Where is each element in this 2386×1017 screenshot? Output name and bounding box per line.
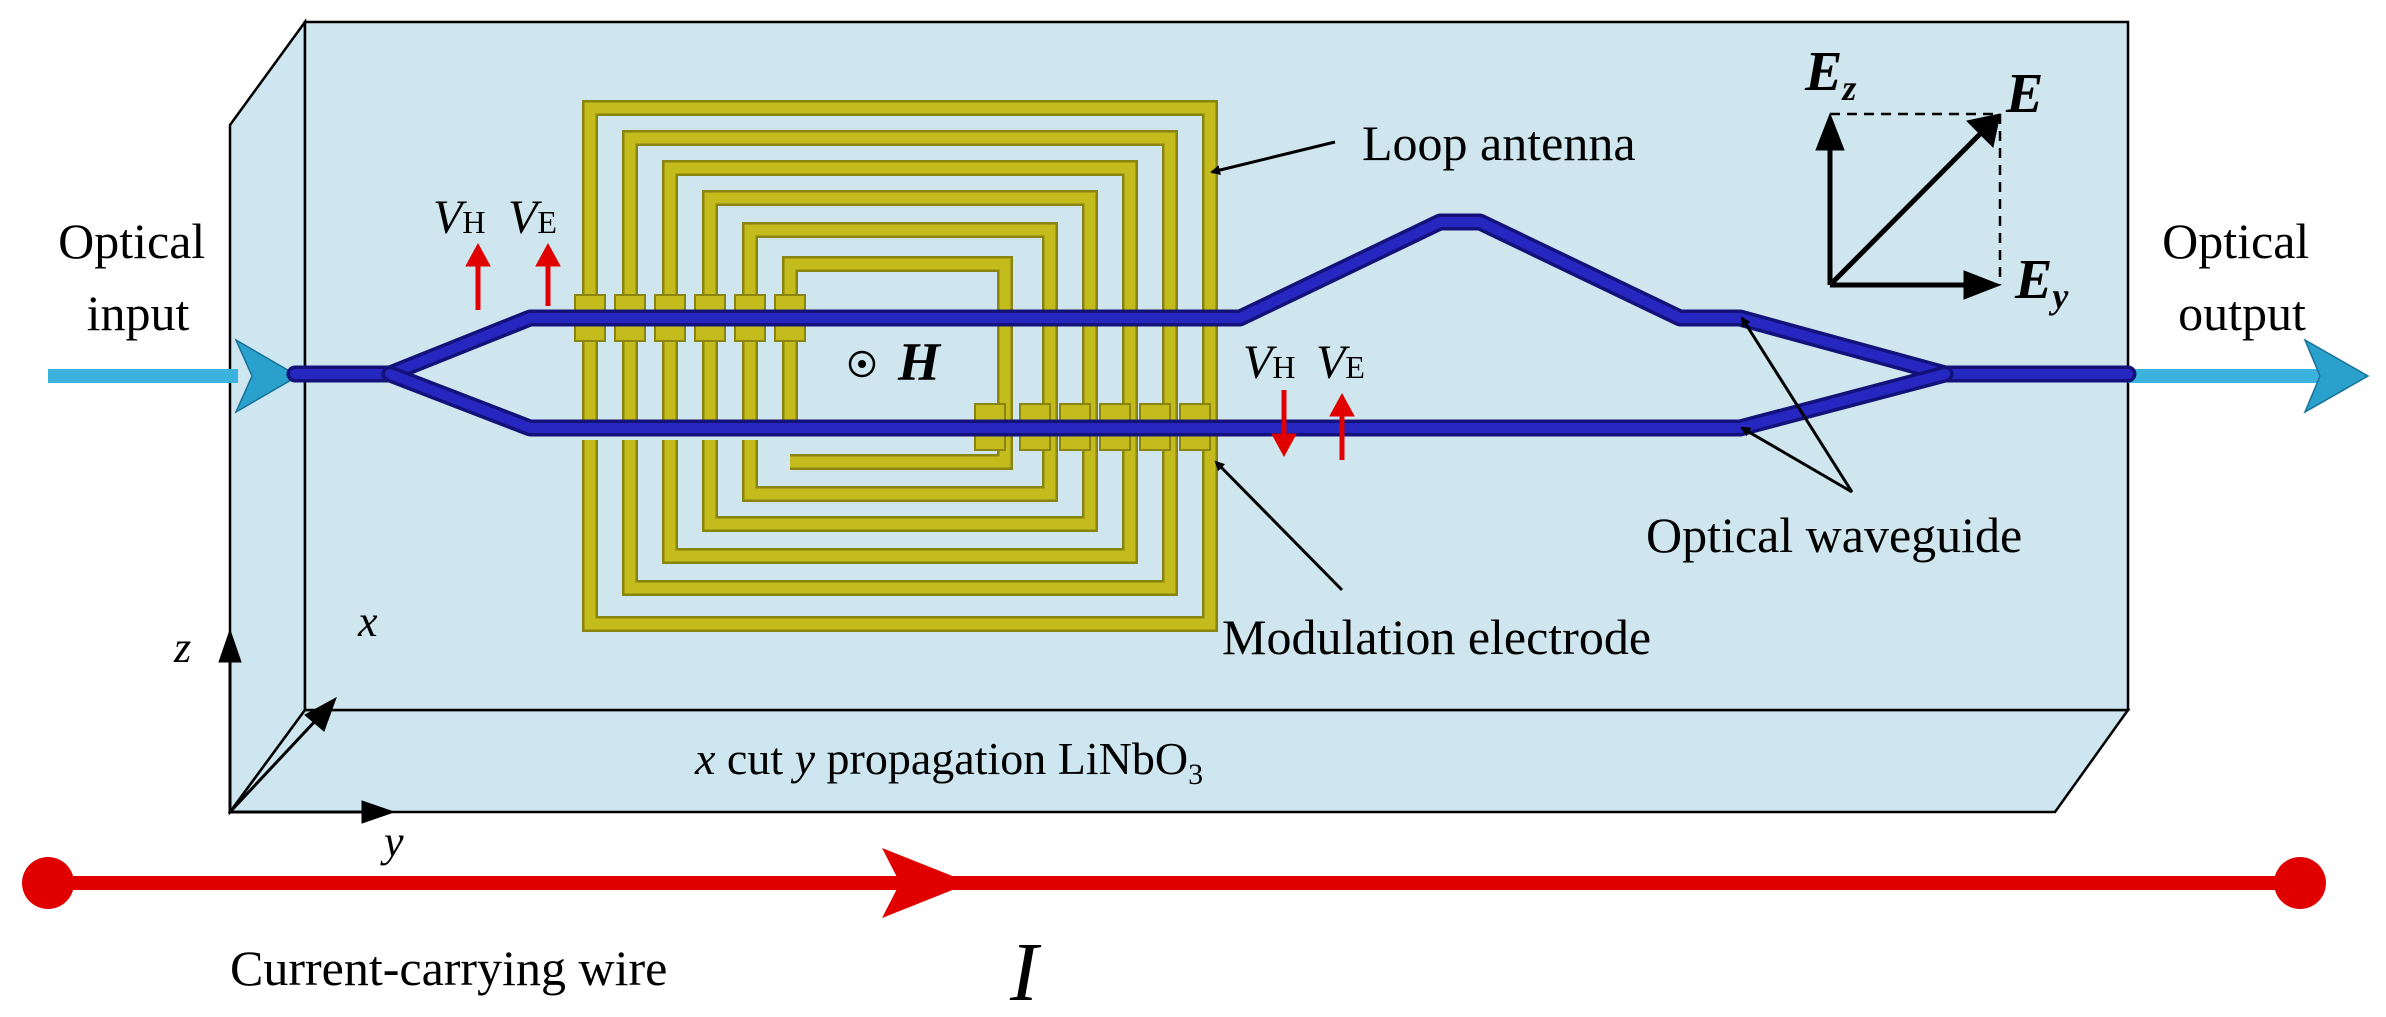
optical-waveguide-label: Optical waveguide <box>1646 507 2022 563</box>
coordinate-axes <box>218 628 396 824</box>
axis-x-label: x <box>357 597 378 646</box>
current-symbol: I <box>1009 926 1042 1017</box>
modulation-electrode-label: Modulation electrode <box>1222 609 1651 665</box>
current-direction-arrow <box>882 848 970 918</box>
optical-output-beam <box>2128 338 2370 414</box>
axis-y-label: y <box>380 817 404 866</box>
optical-waveguide <box>286 213 2137 437</box>
wire-label: Current-carrying wire <box>230 940 667 996</box>
e-label: E <box>2005 63 2043 125</box>
optical-input-label: Optical input <box>58 213 218 341</box>
callout-lines <box>1210 140 1854 592</box>
loop-antenna <box>582 100 1218 632</box>
h-field-out-of-plane-icon <box>848 350 876 378</box>
current-carrying-wire <box>22 848 2326 918</box>
h-field-label: H <box>897 332 942 392</box>
optical-output-label: Optical output <box>2162 213 2322 341</box>
axis-z-label: z <box>173 623 191 672</box>
crystal-label: x cut y propagation LiNbO3 <box>694 733 1203 791</box>
vh-label-left: VH <box>433 191 485 244</box>
ey-label: Ey <box>2014 249 2069 316</box>
vh-label-right: VH <box>1243 336 1295 389</box>
ve-label-right: VE <box>1316 336 1365 389</box>
voltage-arrows <box>465 242 1355 460</box>
ez-label: Ez <box>1804 41 1856 108</box>
ve-label-left: VE <box>508 191 557 244</box>
crystal-left-face <box>228 18 307 816</box>
optical-input-beam <box>48 338 300 414</box>
loop-antenna-label: Loop antenna <box>1362 115 1636 171</box>
field-vector-diagram <box>1815 112 2002 300</box>
